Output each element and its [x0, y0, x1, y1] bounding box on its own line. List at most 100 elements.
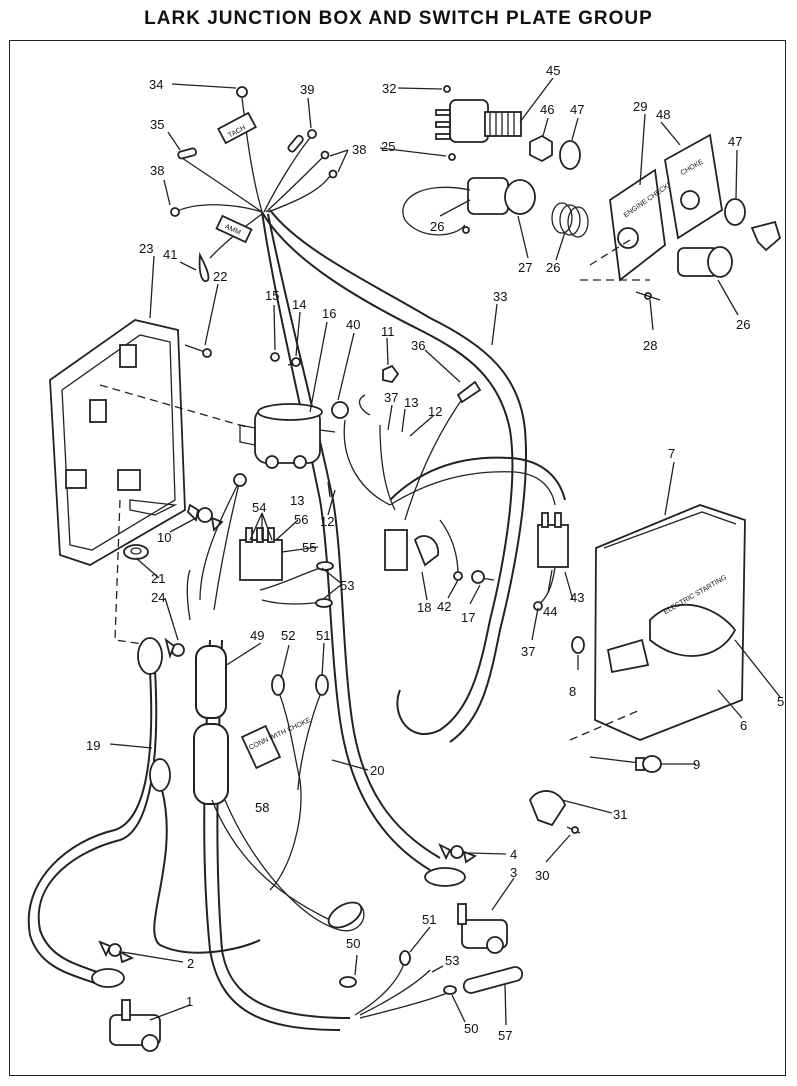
part-label: 47 — [570, 102, 584, 117]
part-label: 6 — [740, 718, 747, 733]
screw-17 — [471, 570, 495, 584]
part-label: 26 — [430, 219, 444, 234]
right-wire-group — [389, 456, 569, 611]
plate-29: ENGINE CHECKER — [609, 168, 678, 282]
wing-nut-2 — [98, 940, 135, 964]
part-label: 8 — [569, 684, 576, 699]
part-label: 39 — [300, 82, 314, 97]
grommet-21 — [123, 544, 149, 560]
part-label: 1 — [186, 994, 193, 1009]
washer-47-right — [724, 198, 746, 226]
part-label: 58 — [255, 800, 269, 815]
diagram-frame — [9, 40, 786, 1076]
part-label: 17 — [461, 610, 475, 625]
top-wire-ends — [170, 86, 338, 282]
screw-25 — [448, 153, 456, 161]
part-label: 20 — [370, 763, 384, 778]
lamp-socket — [402, 177, 536, 236]
part-label: 15 — [265, 288, 279, 303]
part-label: 37 — [384, 390, 398, 405]
part-label: 57 — [498, 1028, 512, 1043]
part-label: 28 — [643, 338, 657, 353]
main-harness-cable — [261, 209, 527, 871]
part-label: 23 — [139, 241, 153, 256]
part-label: 41 — [163, 247, 177, 262]
part-label: 44 — [543, 604, 557, 619]
dash-line-plate — [589, 239, 631, 266]
solenoid — [239, 403, 336, 469]
part-label: 43 — [570, 590, 584, 605]
spring-26 — [551, 202, 589, 238]
washer-8 — [571, 636, 585, 654]
part-label: 32 — [382, 81, 396, 96]
part-label: 16 — [322, 306, 336, 321]
screw-32 — [443, 85, 451, 93]
part-label: 14 — [292, 297, 306, 312]
battery-terminal-1 — [109, 999, 161, 1052]
lower-harness — [186, 473, 365, 1031]
ignition-switch — [435, 99, 522, 143]
nut-46 — [529, 134, 553, 163]
leader-lines — [109, 77, 781, 1026]
part-label: 52 — [281, 628, 295, 643]
part-label: 30 — [535, 868, 549, 883]
part-label: 50 — [464, 1021, 478, 1036]
part-label: 22 — [213, 269, 227, 284]
part-label: 3 — [510, 865, 517, 880]
screw-14-head — [291, 357, 301, 367]
part-label: 37 — [521, 644, 535, 659]
part-label: 46 — [540, 102, 554, 117]
wing-nut-4 — [438, 843, 477, 864]
amm-tag: AMM — [215, 214, 253, 244]
part-label: 7 — [668, 446, 675, 461]
part-label: 38 — [352, 142, 366, 157]
part-label: 2 — [187, 956, 194, 971]
part-label: 9 — [693, 757, 700, 772]
wing-nut-24 — [164, 637, 185, 659]
part-label: 53 — [445, 953, 459, 968]
part-label: 51 — [422, 912, 436, 927]
part-label: 24 — [151, 590, 165, 605]
battery-terminal-3 — [457, 903, 508, 954]
part-label: 51 — [316, 628, 330, 643]
part-label: 56 — [294, 512, 308, 527]
screw-22 — [184, 344, 212, 358]
nut-11 — [382, 364, 400, 384]
part-label: 18 — [417, 600, 431, 615]
part-label: 12 — [428, 404, 442, 419]
cable-loop — [149, 758, 363, 954]
cable-lug-20 — [424, 867, 466, 887]
junction-box — [49, 319, 251, 646]
screw-30-head — [571, 826, 579, 834]
part-label: 25 — [381, 139, 395, 154]
battery-cable-19 — [27, 637, 163, 988]
part-label: 54 — [252, 500, 266, 515]
lower-small-wires — [339, 950, 457, 1019]
part-label: 53 — [340, 578, 354, 593]
part-label: 34 — [149, 77, 163, 92]
part-label: 45 — [546, 63, 560, 78]
part-label: 49 — [250, 628, 264, 643]
part-label: 27 — [518, 260, 532, 275]
part-label: 55 — [302, 540, 316, 555]
page-title: LARK JUNCTION BOX AND SWITCH PLATE GROUP — [144, 8, 653, 29]
part-label: 26 — [736, 317, 750, 332]
part-number-labels: 1 2 3 4 5 6 7 8 9 10 11 12 12 13 13 14 1… — [86, 63, 784, 1043]
part-label: 21 — [151, 571, 165, 586]
part-label: 42 — [437, 599, 451, 614]
washer-15 — [270, 352, 280, 362]
part-label: 19 — [86, 738, 100, 753]
part-label: 31 — [613, 807, 627, 822]
part-label: 13 — [290, 493, 304, 508]
terminal-strip — [239, 527, 283, 581]
clamp-31 — [528, 790, 566, 827]
electric-starting-cover: ELECTRIC STARTING — [594, 504, 746, 741]
part-label: 47 — [728, 134, 742, 149]
washer-47 — [559, 140, 581, 170]
part-label: 33 — [493, 289, 507, 304]
part-label: 13 — [404, 395, 418, 410]
part-label: 38 — [150, 163, 164, 178]
part-label: 4 — [510, 847, 517, 862]
sleeve-57 — [462, 966, 524, 994]
